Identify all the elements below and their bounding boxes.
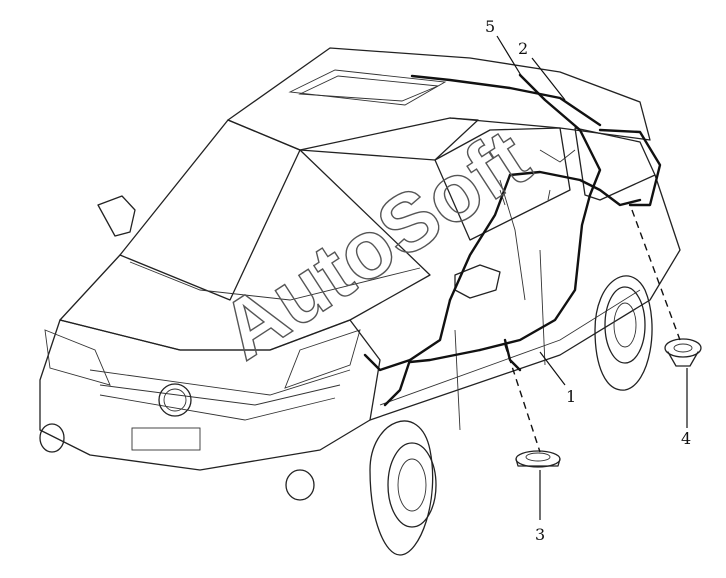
grommet-3: [515, 450, 561, 468]
leader-1: [539, 351, 566, 386]
leader-2: [531, 57, 566, 101]
right-mirror: [454, 264, 501, 299]
car-body: [39, 47, 681, 556]
callout-4: 4: [681, 429, 691, 448]
grommet-4: [664, 338, 702, 367]
left-mirror: [97, 195, 136, 237]
callout-3: 3: [535, 525, 545, 544]
callout-2: 2: [518, 39, 528, 58]
locator-line-3: [504, 344, 541, 453]
license-plate: [131, 427, 201, 451]
callout-1: 1: [566, 387, 576, 406]
sunroof: [288, 69, 447, 106]
leader-5: [496, 35, 523, 78]
wiring-harness: [363, 73, 662, 407]
callout-5: 5: [485, 17, 495, 36]
